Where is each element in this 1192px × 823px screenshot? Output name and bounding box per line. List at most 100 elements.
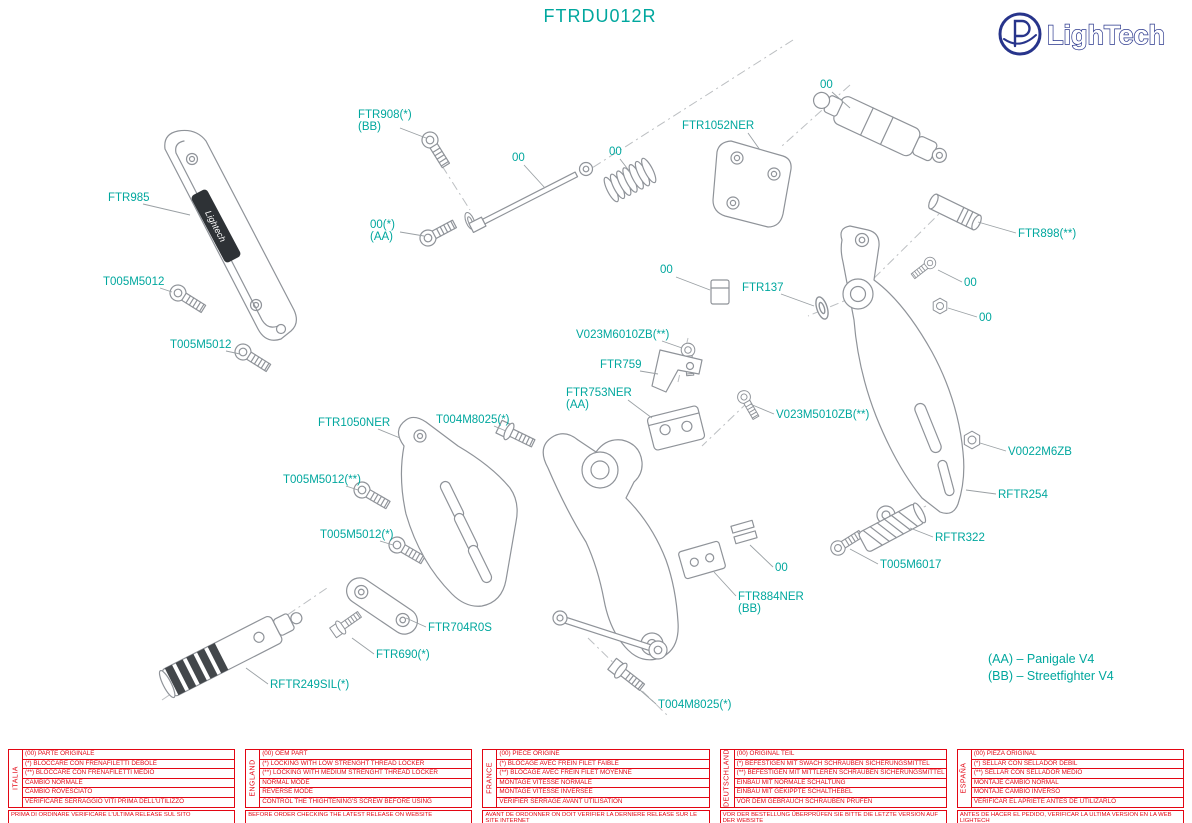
leader-line-00 [619, 158, 631, 173]
part-screw-00-aa [416, 216, 459, 250]
legend-language-label: ESPAÑA [960, 762, 968, 794]
part-label-t005m5012: T005M5012(**) [283, 474, 361, 486]
part-labels-layer: FTR908(*)(BB)FTR1052NER00FTR98500(*)(AA)… [103, 79, 1076, 711]
part-label-00: 00 [964, 277, 977, 289]
part-main-bracket [542, 433, 679, 661]
legend-rows: (00) PIECE ORIGINE(*) BLOCAGE AVEC FREIN… [497, 750, 709, 807]
legend-row: (*) BLOCCARE CON FRENAFILETTI DEBOLE [23, 758, 235, 769]
leader-line-t005m5012 [159, 287, 173, 293]
part-label-t005m5012: T005M5012(*) [320, 529, 394, 541]
part-bracket-ftr1052ner [712, 140, 792, 228]
legend-row: VERIFIER SERRAGE AVANT UTILISATION [497, 796, 709, 807]
part-label-ftr759: FTR759 [600, 359, 642, 371]
part-master-cylinder [812, 91, 947, 163]
legend-row: VOR DEM GEBRAUCH SCHRAUBEN PRÜFEN [734, 796, 946, 807]
legend-row: EINBAU MIT GEKIPPTE SCHALTHEBEL [734, 787, 946, 797]
legend-table-italia: ITALIA(00) PARTE ORIGINALE(*) BLOCCARE C… [8, 749, 236, 823]
leader-line-t005m5012 [379, 540, 394, 546]
part-label-ftr704r0s: FTR704R0S [428, 622, 492, 634]
legend-row: VERIFICAR EL APRIETE ANTES DE UTILIZARLO [971, 796, 1184, 807]
fitment-note-aa-panigale-v4: (AA) – Panigale V4 [988, 652, 1094, 666]
legend-language-label: ENGLAND [249, 759, 257, 797]
part-label-ftr908-bb: FTR908(*)(BB) [358, 109, 412, 133]
legend-main-deutschland: DEUTSCHLAND(00) ORIGINAL TEIL(*) BEFESTI… [719, 749, 947, 808]
part-label-ftr1050ner: FTR1050NER [318, 417, 390, 429]
legend-row: (**) BLOCAGE AVEC FREIN FILET MOYENNE [497, 768, 709, 778]
part-label-00: 00 [512, 152, 525, 164]
legend-table-deutschland: DEUTSCHLAND(00) ORIGINAL TEIL(*) BEFESTI… [719, 749, 947, 823]
part-screw-v023m5010zb [734, 387, 763, 422]
part-screw-t005m5012-b [231, 340, 274, 376]
legend-language-cell: DEUTSCHLAND [721, 749, 735, 807]
legend-row: VERIFICARE SERRAGGIO VITI PRIMA DELL'UTI… [23, 796, 235, 807]
legend-table-england: ENGLAND (00) OEM PART(*) LOCKING WITH LOW… [245, 749, 473, 823]
leader-line-v0022m6zb [979, 442, 1007, 452]
legend-language-cell: ITALIA [9, 750, 23, 807]
legend-note: PRIMA DI ORDINARE VERIFICARE L'ULTIMA RE… [8, 809, 236, 823]
legend-language-label: FRANCE [486, 762, 494, 795]
part-block-00 [710, 279, 730, 305]
legend-row: MONTAJE CAMBIO NORMAL [971, 777, 1184, 788]
legend-table-espa-a: ESPAÑA(00) PIEZA ORIGINAL(*) SELLAR CON … [956, 749, 1185, 823]
part-screw-t005m5012-a [166, 281, 209, 317]
leader-line-t005m5012 [345, 485, 359, 491]
part-label-t005m5012: T005M5012 [103, 276, 164, 288]
leader-line-ftr898 [977, 221, 1017, 234]
part-plate-ftr1050ner [397, 416, 518, 607]
part-label-ftr1052ner: FTR1052NER [682, 120, 754, 132]
part-label-00-aa: 00(*)(AA) [370, 219, 395, 243]
fitment-note-bb-streetfighter-v4: (BB) – Streetfighter V4 [988, 669, 1114, 683]
leader-line-ftr1050ner [377, 428, 401, 439]
part-label-t005m6017: T005M6017 [880, 559, 941, 571]
part-screw-00-small [909, 254, 939, 282]
leader-line-v023m6010zb [661, 340, 683, 349]
legend-row: (00) PIECE ORIGINE [499, 750, 560, 757]
part-label-rftr322: RFTR322 [935, 532, 985, 544]
part-washer-ftr137 [812, 294, 832, 322]
legend-row: MONTAGE VITESSE NORMALE [497, 777, 709, 788]
leader-line-t005m5012 [225, 350, 241, 355]
legend-row: (**) SELLAR CON SELLADOR MEDIO [971, 768, 1184, 778]
part-bolt-ftr690 [328, 607, 365, 640]
part-spring [603, 157, 657, 203]
legend-language-cell: ESPAÑA [958, 750, 972, 807]
leader-line-ftr759 [639, 370, 659, 375]
part-block-ftr884ner [678, 540, 726, 580]
legend-row: (00) OEM PART [262, 750, 308, 757]
legend-rows: (00) ORIGINAL TEIL(*) BEFESTIGEN MIT SWA… [734, 750, 946, 807]
legend-rows: (00) PIEZA ORIGINAL(*) SELLAR CON SELLAD… [971, 750, 1184, 807]
part-link-ftr704r0s [346, 577, 418, 635]
part-heel-plate-ftr985: Lightech [164, 129, 297, 341]
legend-row: REVERSE MODE [260, 787, 472, 797]
leader-line-t004m8025 [639, 689, 657, 705]
legend-note: BEFORE ORDER CHECKING THE LATEST RELEASE… [245, 809, 473, 823]
leader-line-00 [675, 276, 711, 291]
leader-line-00 [399, 231, 425, 237]
legend-note: VOR DER BESTELLUNG ÜBERPRÜFEN SIE BITTE … [719, 809, 947, 823]
part-screw-t005m6017 [827, 527, 866, 559]
leader-line-00 [523, 164, 546, 189]
legend-row: MONTAGE VITESSE INVERSEE [497, 787, 709, 797]
part-label-rftr254: RFTR254 [998, 489, 1048, 501]
legend-note: AVANT DE ORDONNER ON DOIT VERIFIER LA DE… [482, 809, 710, 823]
leader-line-t005m6017 [849, 548, 879, 565]
legend-row: MONTAJE CAMBIO INVERSO [971, 787, 1184, 797]
legend-main-italia: ITALIA(00) PARTE ORIGINALE(*) BLOCCARE C… [8, 749, 236, 808]
logo-emblem-p [1013, 19, 1031, 48]
part-label-rftr249sil: RFTR249SIL(*) [270, 679, 349, 691]
legend-row: (*) BEFESTIGEN MIT SWACH SCHRAUBEN SICHE… [734, 758, 946, 769]
leader-line-ftr690 [351, 637, 375, 655]
part-lever-rftr254 [840, 225, 965, 525]
part-bracket-ftr759 [651, 349, 703, 393]
legend-row: (*) BLOCAGE AVEC FREIN FILET FAIBLE [497, 758, 709, 769]
logo-emblem-swoosh [1003, 34, 1037, 45]
part-label-v023m5010zb: V023M5010ZB(**) [776, 409, 869, 421]
leader-line-00 [937, 269, 963, 283]
legend-row: (*) LOCKING WITH LOW STRENGHT THREAD LOC… [260, 758, 472, 769]
legend-main-espa-a: ESPAÑA(00) PIEZA ORIGINAL(*) SELLAR CON … [956, 749, 1185, 808]
legend-main-england: ENGLAND (00) OEM PART(*) LOCKING WITH LOW… [245, 749, 473, 808]
legend-language-label: ITALIA [12, 766, 19, 791]
legend-table-france: FRANCE(00) PIECE ORIGINE(*) BLOCAGE AVEC… [482, 749, 710, 823]
legend-language-cell: FRANCE [483, 750, 498, 807]
